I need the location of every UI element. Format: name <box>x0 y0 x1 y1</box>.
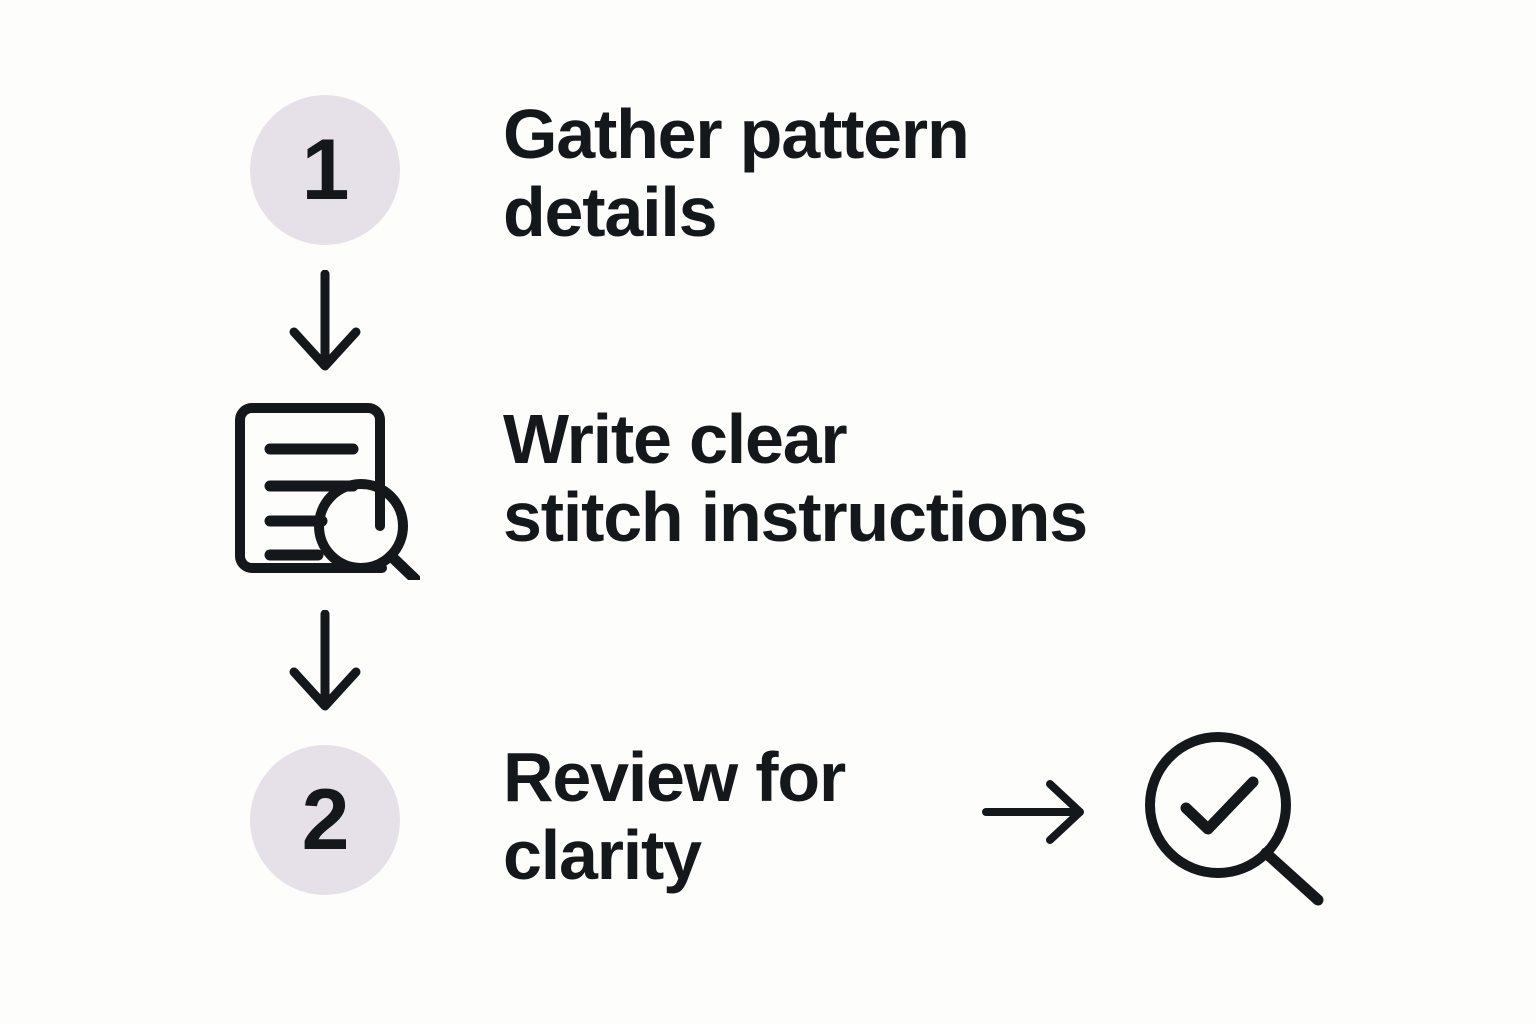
step-3-label: Review for clarity <box>503 738 846 895</box>
step-1-label: Gather pattern details <box>503 95 970 252</box>
step-2-number-badge[interactable]: 2 <box>250 745 400 895</box>
step-3-marker[interactable]: 2 <box>245 745 405 895</box>
magnifier-check-icon[interactable] <box>1140 718 1335 908</box>
outcome-arrow-right <box>980 775 1090 850</box>
step-1-badge[interactable]: 1 <box>250 95 400 245</box>
step-3-badge-number: 2 <box>301 772 350 868</box>
document-search-icon[interactable] <box>230 398 421 585</box>
step-2-marker[interactable] <box>235 398 421 585</box>
connector-arrow-down-1 <box>285 269 365 375</box>
connector-arrow-down-2 <box>285 609 365 715</box>
step-2-label: Write clear stitch instructions <box>503 400 1088 557</box>
step-1-badge-number: 1 <box>301 122 350 218</box>
step-1-marker[interactable]: 1 <box>245 95 405 245</box>
